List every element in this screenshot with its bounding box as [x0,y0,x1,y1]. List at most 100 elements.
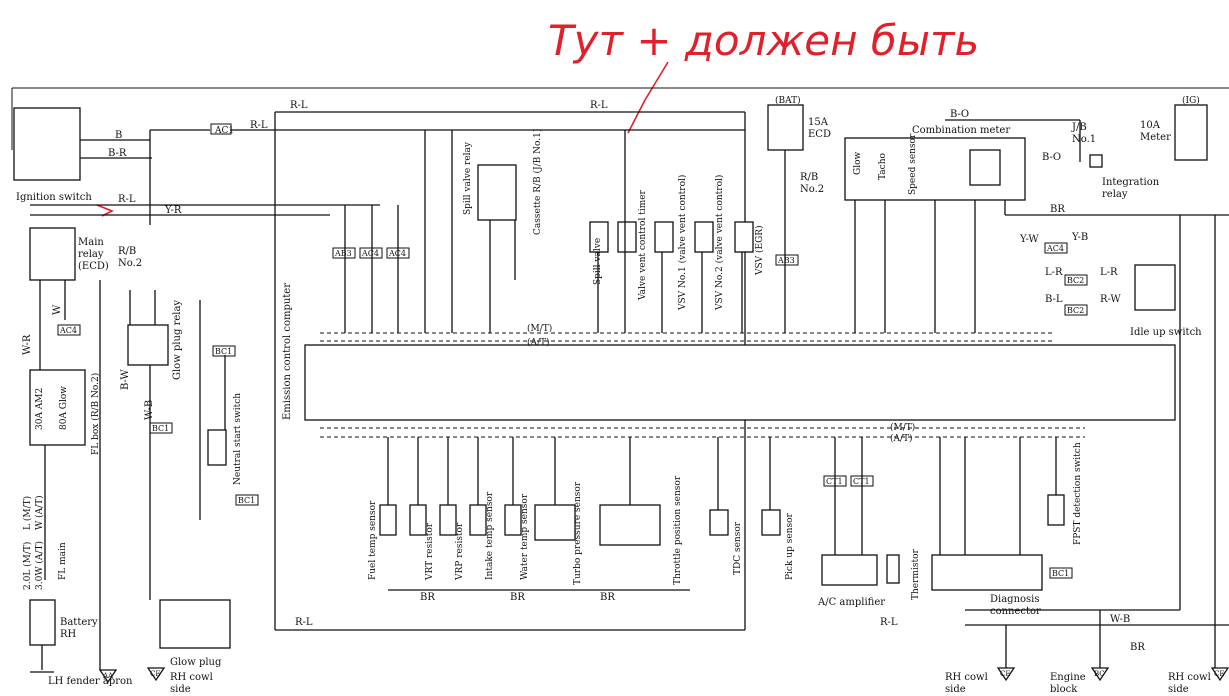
svg-text:BC1: BC1 [215,347,232,356]
svg-text:W-R: W-R [22,334,33,355]
svg-text:RH cowl: RH cowl [1168,672,1211,683]
vsv-no1: VSV No.1 (valve vent control) [654,175,688,311]
svg-text:W-B: W-B [144,400,155,420]
svg-text:Engine: Engine [1050,672,1086,683]
integration-relay: J/B No.1 Integration relay [1071,122,1160,200]
annotation-arrow [627,61,669,134]
vrp-resistor: VRP resistor [439,504,465,581]
fl-box: 30A AM2 80A Glow FL box (R/B No.2) [29,369,101,455]
svg-text:block: block [1050,684,1078,695]
svg-text:Combination meter: Combination meter [912,125,1010,136]
svg-text:Intake temp sensor: Intake temp sensor [485,491,495,580]
svg-text:FL main: FL main [58,542,68,580]
pick-up-sensor: Pick up sensor [761,509,795,580]
svg-text:W: W [52,304,63,315]
svg-text:Integration: Integration [1102,177,1160,188]
svg-text:Valve vent control timer: Valve vent control timer [638,189,648,301]
svg-text:B-O: B-O [950,109,969,120]
svg-text:ECD: ECD [808,129,831,140]
svg-text:side: side [945,684,966,695]
emission-control-computer: Emission control computer [282,283,1176,421]
svg-text:AB3: AB3 [334,249,352,258]
neutral-start-switch: Neutral start switch [207,393,243,485]
svg-text:(BAT): (BAT) [775,95,801,106]
combination-meter: Combination meter Glow Tacho Speed senso… [844,125,1026,201]
fpst-detection-switch: FPST detection switch [1047,442,1083,545]
svg-text:(A/T): (A/T) [527,337,550,348]
svg-text:(IG): (IG) [1182,95,1200,106]
svg-text:Speed sensor: Speed sensor [908,133,918,195]
svg-text:side: side [170,684,191,695]
svg-text:VRP resistor: VRP resistor [455,522,465,581]
svg-text:Turbo pressure sensor: Turbo pressure sensor [573,481,583,585]
ac-amplifier: A/C amplifier [817,554,885,608]
svg-text:Diagnosis: Diagnosis [990,594,1040,605]
svg-text:AC1: AC1 [214,126,234,136]
svg-text:Y-R: Y-R [164,205,182,216]
svg-text:R-L: R-L [590,100,608,111]
ground-lh-fender: LH fender apron [30,671,133,687]
svg-text:AB3: AB3 [777,256,795,265]
svg-text:BR: BR [420,592,435,603]
vsv-egr: VSV (EGR) [734,221,765,276]
spill-valve: Spill valve [589,221,609,285]
vsv-no2: VSV No.2 (valve vent control) [694,175,725,311]
svg-text:R-L: R-L [880,617,898,628]
svg-text:RH cowl: RH cowl [945,672,988,683]
svg-text:R-L: R-L [290,100,308,111]
svg-text:Throttle position sensor: Throttle position sensor [673,475,683,585]
svg-text:(M/T): (M/T) [527,323,552,334]
svg-text:BC1: BC1 [238,496,255,505]
glow-plug: Glow plug [159,599,231,668]
svg-text:CT1: CT1 [853,477,870,486]
svg-text:(M/T): (M/T) [890,422,915,433]
svg-text:J/B: J/B [1071,122,1087,133]
svg-text:LH fender apron: LH fender apron [48,676,133,687]
svg-text:Main: Main [78,237,104,248]
svg-text:Neutral start switch: Neutral start switch [233,393,243,485]
svg-text:CT1: CT1 [826,477,843,486]
idle-up-switch: Idle up switch [1130,264,1202,338]
svg-text:relay: relay [1102,189,1128,200]
intake-temp-sensor: Intake temp sensor [469,491,495,580]
svg-text:Ignition switch: Ignition switch [16,192,92,203]
svg-text:Water temp sensor: Water temp sensor [520,493,530,580]
svg-text:Fuel temp sensor: Fuel temp sensor [368,500,378,580]
svg-text:B-O: B-O [1042,152,1061,163]
svg-text:RH: RH [60,629,77,640]
svg-text:Y-B: Y-B [1071,232,1088,243]
svg-text:10A: 10A [1140,120,1161,131]
svg-text:B: B [115,130,122,141]
svg-text:VSV No.1 (valve vent control): VSV No.1 (valve vent control) [677,175,688,311]
svg-text:connector: connector [990,606,1041,617]
svg-text:R-L: R-L [250,120,268,131]
svg-text:Glow plug: Glow plug [170,657,222,668]
fuse-15a-ecd: (BAT) 15A ECD R/B No.2 [767,95,831,195]
svg-text:3.0W (A/T): 3.0W (A/T) [34,541,45,590]
svg-text:AC4: AC4 [59,326,77,335]
svg-text:Tacho: Tacho [878,153,888,180]
svg-text:No.1: No.1 [1072,134,1096,145]
diagnosis-connector: Diagnosis connector [931,554,1043,617]
svg-text:BR: BR [1050,204,1065,215]
svg-text:side: side [1168,684,1189,695]
svg-text:BC1: BC1 [152,424,169,433]
svg-text:Pick up sensor: Pick up sensor [785,513,795,580]
svg-text:FPST detection switch: FPST detection switch [1073,442,1083,545]
svg-text:VRT resistor: VRT resistor [425,522,435,581]
svg-text:Idle up switch: Idle up switch [1130,327,1202,338]
svg-text:RH cowl: RH cowl [170,672,213,683]
svg-text:80A Glow: 80A Glow [59,386,69,430]
glow-plug-relay: Glow plug relay [127,300,183,380]
svg-text:L-R: L-R [1045,267,1063,278]
svg-text:Emission control computer: Emission control computer [282,283,293,420]
svg-text:AC4: AC4 [1046,244,1064,253]
main-relay: Main relay (ECD) R/B No.2 [29,227,142,281]
svg-text:BR: BR [1130,642,1145,653]
svg-text:CE: CE [150,670,160,678]
svg-text:CE: CE [1214,670,1224,678]
svg-text:R-W: R-W [1100,294,1121,305]
svg-text:L (M/T): L (M/T) [22,496,33,530]
svg-text:Y-W: Y-W [1019,234,1039,245]
